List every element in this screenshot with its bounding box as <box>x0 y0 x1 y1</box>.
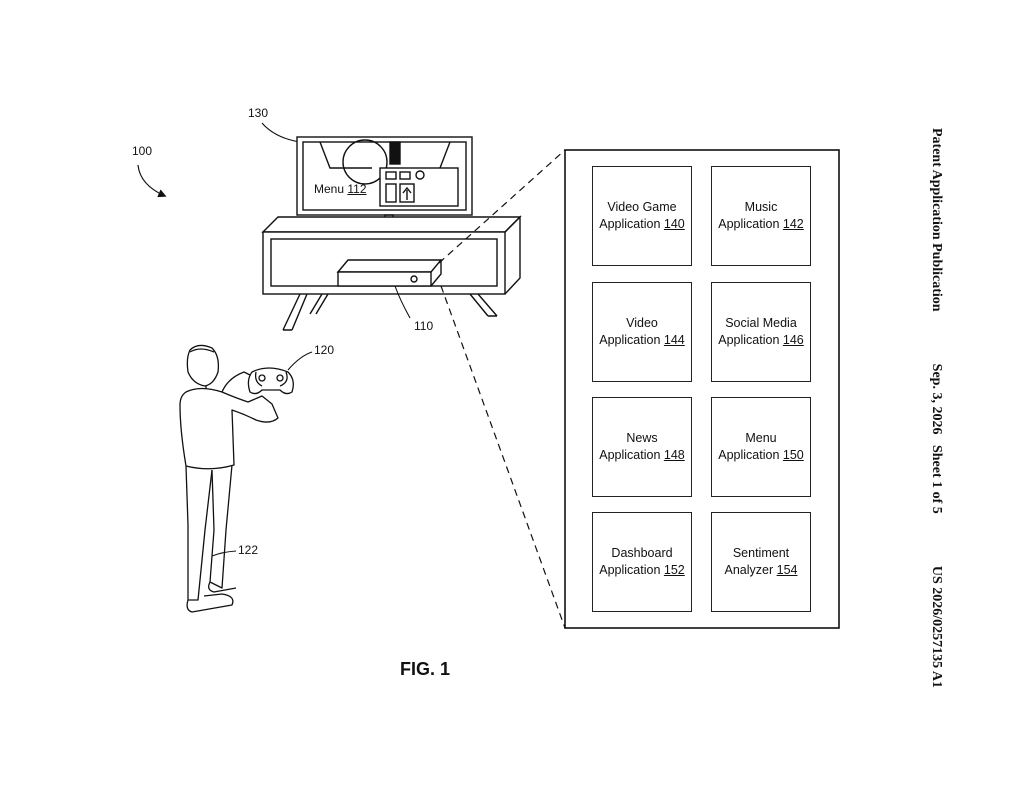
application-box-menu: Menu Application 150 <box>711 397 811 497</box>
app-title: Video Game <box>607 200 676 214</box>
label-130: 130 <box>248 106 268 120</box>
app-title: Music <box>745 200 778 214</box>
app-subtitle: Application <box>599 563 660 577</box>
app-number: 142 <box>783 217 804 231</box>
app-subtitle: Application <box>599 448 660 462</box>
app-subtitle: Application <box>718 217 779 231</box>
label-110: 110 <box>414 319 433 333</box>
screen-menu-label: Menu 112 <box>314 182 367 196</box>
application-box-video: Video Application 144 <box>592 282 692 382</box>
header-date-sheet: Sep. 3, 2026 Sheet 1 of 5 <box>924 364 944 514</box>
app-number: 150 <box>783 448 804 462</box>
leader-130 <box>262 123 300 142</box>
game-console <box>338 260 441 286</box>
leader-100 <box>138 165 165 196</box>
app-title: Social Media <box>725 316 797 330</box>
application-box-dashboard: Dashboard Application 152 <box>592 512 692 612</box>
screen-menu-text: Menu <box>314 182 344 196</box>
expansion-line-bottom <box>441 286 565 628</box>
application-box-music: Music Application 142 <box>711 166 811 266</box>
label-100: 100 <box>132 144 152 158</box>
app-number: 140 <box>664 217 685 231</box>
app-title: Menu <box>745 431 776 445</box>
app-title: Video <box>626 316 658 330</box>
app-subtitle: Application <box>718 333 779 347</box>
screen-menu-number: 112 <box>347 182 366 196</box>
app-number: 152 <box>664 563 685 577</box>
app-title: News <box>626 431 657 445</box>
app-title: Sentiment <box>733 546 789 560</box>
application-box-news: News Application 148 <box>592 397 692 497</box>
application-box-sentiment-analyzer: Sentiment Analyzer 154 <box>711 512 811 612</box>
application-box-social-media: Social Media Application 146 <box>711 282 811 382</box>
label-120: 120 <box>314 343 334 357</box>
application-box-video-game: Video Game Application 140 <box>592 166 692 266</box>
app-subtitle: Application <box>599 333 660 347</box>
figure-caption: FIG. 1 <box>400 659 450 679</box>
app-number: 148 <box>664 448 685 462</box>
label-122: 122 <box>238 543 258 557</box>
app-number: 144 <box>664 333 685 347</box>
header-publication: Patent Application Publication <box>924 128 944 312</box>
patent-header: Patent Application Publication Sep. 3, 2… <box>924 128 944 688</box>
controller <box>248 368 293 394</box>
app-subtitle: Application <box>718 448 779 462</box>
app-title: Dashboard <box>611 546 672 560</box>
app-number: 146 <box>783 333 804 347</box>
app-number: 154 <box>777 563 798 577</box>
leader-120 <box>288 352 312 370</box>
app-subtitle: Application <box>599 217 660 231</box>
header-number: US 2026/0257135 A1 <box>924 566 944 688</box>
app-subtitle: Analyzer <box>725 563 774 577</box>
